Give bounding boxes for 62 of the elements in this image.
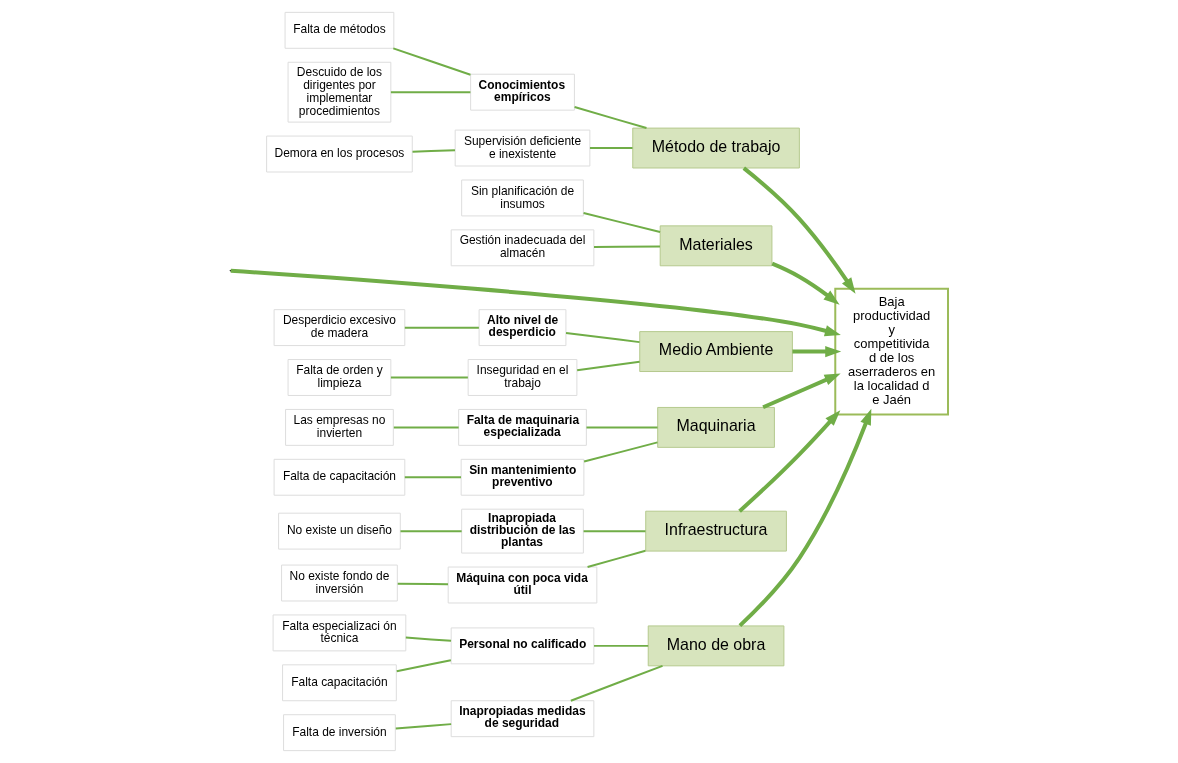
- connector: [403, 326, 480, 329]
- connector: [582, 530, 647, 533]
- node-box: Las empresas no invierten: [285, 408, 394, 446]
- connector: [588, 147, 634, 150]
- node-box: Máquina con poca vida útil: [447, 566, 598, 604]
- connector: [582, 211, 662, 234]
- connector: [585, 426, 659, 429]
- connector: [392, 47, 472, 76]
- node-box: Personal no calificado: [450, 627, 595, 665]
- node-box: Gestión inadecuada del almacén: [450, 229, 595, 267]
- node-box: Método de trabajo: [632, 127, 800, 169]
- connector: [593, 245, 661, 249]
- connector: [396, 582, 449, 586]
- connector: [389, 91, 472, 94]
- connector: [404, 636, 453, 642]
- node-box: Supervisión deficiente e inexistente: [454, 129, 591, 167]
- node-box: Falta especializaci ón técnica: [272, 614, 407, 652]
- connector: [389, 376, 469, 379]
- node-box: Falta capacitación: [282, 664, 397, 702]
- node-box: Infraestructura: [645, 510, 787, 552]
- node-box: No existe un diseño: [278, 512, 401, 550]
- node-box: Falta de métodos: [284, 11, 395, 49]
- connector: [593, 644, 650, 647]
- node-box: Demora en los procesos: [266, 135, 413, 173]
- arrow: [738, 408, 872, 628]
- connector: [411, 149, 456, 153]
- node-box: Medio Ambiente: [639, 331, 793, 372]
- arrow: [792, 345, 842, 358]
- connector: [392, 426, 460, 429]
- connector: [399, 530, 463, 533]
- node-box: Mano de obra: [647, 625, 785, 667]
- connector: [394, 723, 453, 730]
- node-box: Baja productividad y competitivida d de los aserraderos en la localidad d e Jaén: [834, 287, 949, 416]
- node-box: Falta de inversión: [283, 714, 396, 752]
- node-box: Falta de maquinaria especializada: [458, 408, 587, 446]
- node-box: Sin mantenimiento preventivo: [460, 458, 585, 496]
- node-box: Inapropiadas medidas de seguridad: [450, 700, 595, 738]
- node-box: No existe fondo de inversión: [281, 564, 398, 602]
- arrow: [771, 261, 840, 305]
- node-box: Conocimientos empíricos: [470, 73, 575, 111]
- node-box: Materiales: [659, 225, 773, 267]
- connector: [569, 664, 664, 702]
- node-box: Desperdicio excesivo de madera: [273, 309, 406, 347]
- arrow: [742, 166, 856, 294]
- node-box: Inseguridad en el trabajo: [467, 359, 578, 396]
- arrow: [230, 268, 841, 337]
- connector: [586, 549, 647, 568]
- node-box: Descuido de los dirigentes por implementar procedimientos: [287, 61, 392, 123]
- connector: [573, 106, 648, 130]
- node-box: Sin planificación de insumos: [461, 179, 584, 217]
- connector: [395, 659, 452, 673]
- node-box: Falta de orden y limpieza: [287, 359, 392, 396]
- node-box: Maquinaria: [657, 406, 775, 448]
- connector: [583, 441, 659, 463]
- node-box: Alto nivel de desperdicio: [478, 309, 567, 347]
- node-box: Falta de capacitación: [273, 458, 406, 496]
- connector: [576, 360, 641, 372]
- arrow: [738, 410, 841, 513]
- connector: [565, 331, 641, 344]
- arrow: [762, 373, 841, 410]
- node-box: Inapropiada distribución de las plantas: [461, 508, 584, 554]
- connector: [403, 476, 462, 479]
